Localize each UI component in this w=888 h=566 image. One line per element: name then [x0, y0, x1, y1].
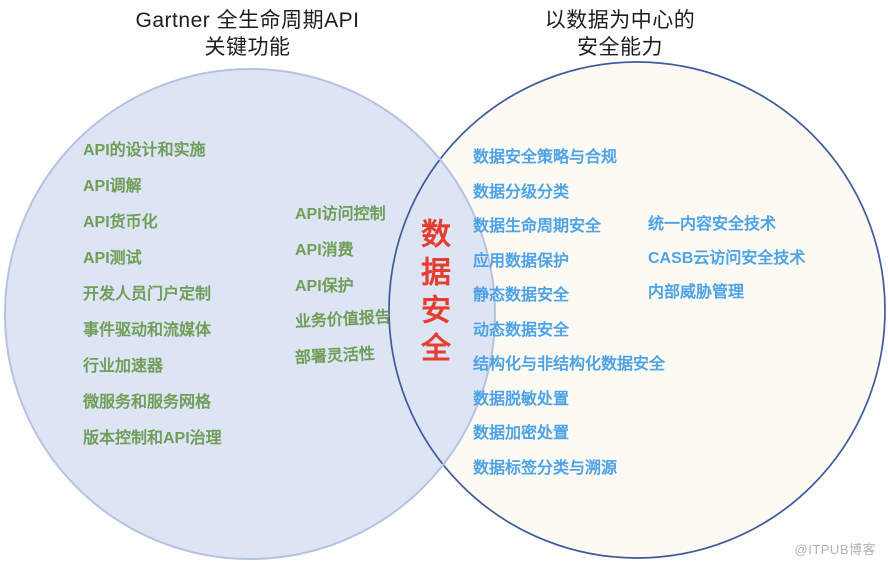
list-item: 数据分级分类	[473, 183, 570, 201]
list-item: CASB云访问安全技术	[648, 250, 806, 267]
list-item: 静态数据安全	[473, 287, 570, 304]
list-item: API货币化	[83, 214, 158, 231]
left-circle-title: Gartner 全生命周期API 关键功能	[55, 7, 440, 61]
left-circle-shape	[5, 69, 495, 559]
list-item: 统一内容安全技术	[648, 216, 777, 233]
list-item: 业务价值报告	[294, 308, 392, 331]
list-item: API的设计和实施	[83, 142, 206, 159]
watermark: @ITPUB博客	[794, 542, 876, 557]
list-item: 数据脱敏处置	[473, 390, 570, 408]
right-circle-item-list-column2: 统一内容安全技术 CASB云访问安全技术 内部威胁管理	[648, 215, 805, 303]
left-circle-item-list: API的设计和实施 API调解 API货币化 API测试 开发人员门户定制 事件…	[83, 141, 222, 449]
list-item: 部署灵活性	[294, 345, 376, 367]
list-item: 版本控制和API治理	[83, 430, 222, 447]
left-circle-border	[4, 68, 496, 560]
list-item: 行业加速器	[83, 358, 164, 375]
list-item: API消费	[295, 242, 354, 259]
list-item: API访问控制	[295, 206, 386, 223]
right-circle-title: 以数据为中心的 安全能力	[430, 7, 810, 61]
left-circle-title-line1: Gartner 全生命周期API	[135, 9, 360, 32]
list-item: API调解	[83, 178, 142, 195]
right-circle-border	[388, 61, 886, 559]
list-item: 事件驱动和流媒体	[83, 322, 212, 339]
right-circle-title-line2: 安全能力	[577, 36, 663, 59]
left-circle-title-line2: 关键功能	[204, 36, 291, 59]
left-circle-item-list-column2: API访问控制 API消费 API保护 业务价值报告 部署灵活性	[294, 205, 392, 369]
right-circle-shape	[389, 62, 885, 558]
list-item: 内部威胁管理	[648, 284, 745, 301]
list-item: API测试	[83, 250, 142, 267]
list-item: 数据标签分类与溯源	[473, 459, 618, 477]
list-item: 微服务和服务网格	[83, 394, 212, 411]
list-item: 动态数据安全	[473, 321, 570, 339]
overlap-label: 数据安全	[416, 218, 449, 370]
list-item: 数据生命周期安全	[473, 218, 602, 235]
list-item: 结构化与非结构化数据安全	[473, 356, 666, 373]
list-item: 数据安全策略与合规	[473, 149, 618, 166]
list-item: 应用数据保护	[473, 252, 570, 270]
right-circle-title-line1: 以数据为中心的	[544, 9, 696, 32]
list-item: 开发人员门户定制	[83, 286, 212, 303]
right-circle-item-list: 数据安全策略与合规 数据分级分类 数据生命周期安全 应用数据保护 静态数据安全 …	[473, 148, 665, 479]
list-item: API保护	[295, 278, 354, 295]
list-item: 数据加密处置	[473, 425, 570, 442]
